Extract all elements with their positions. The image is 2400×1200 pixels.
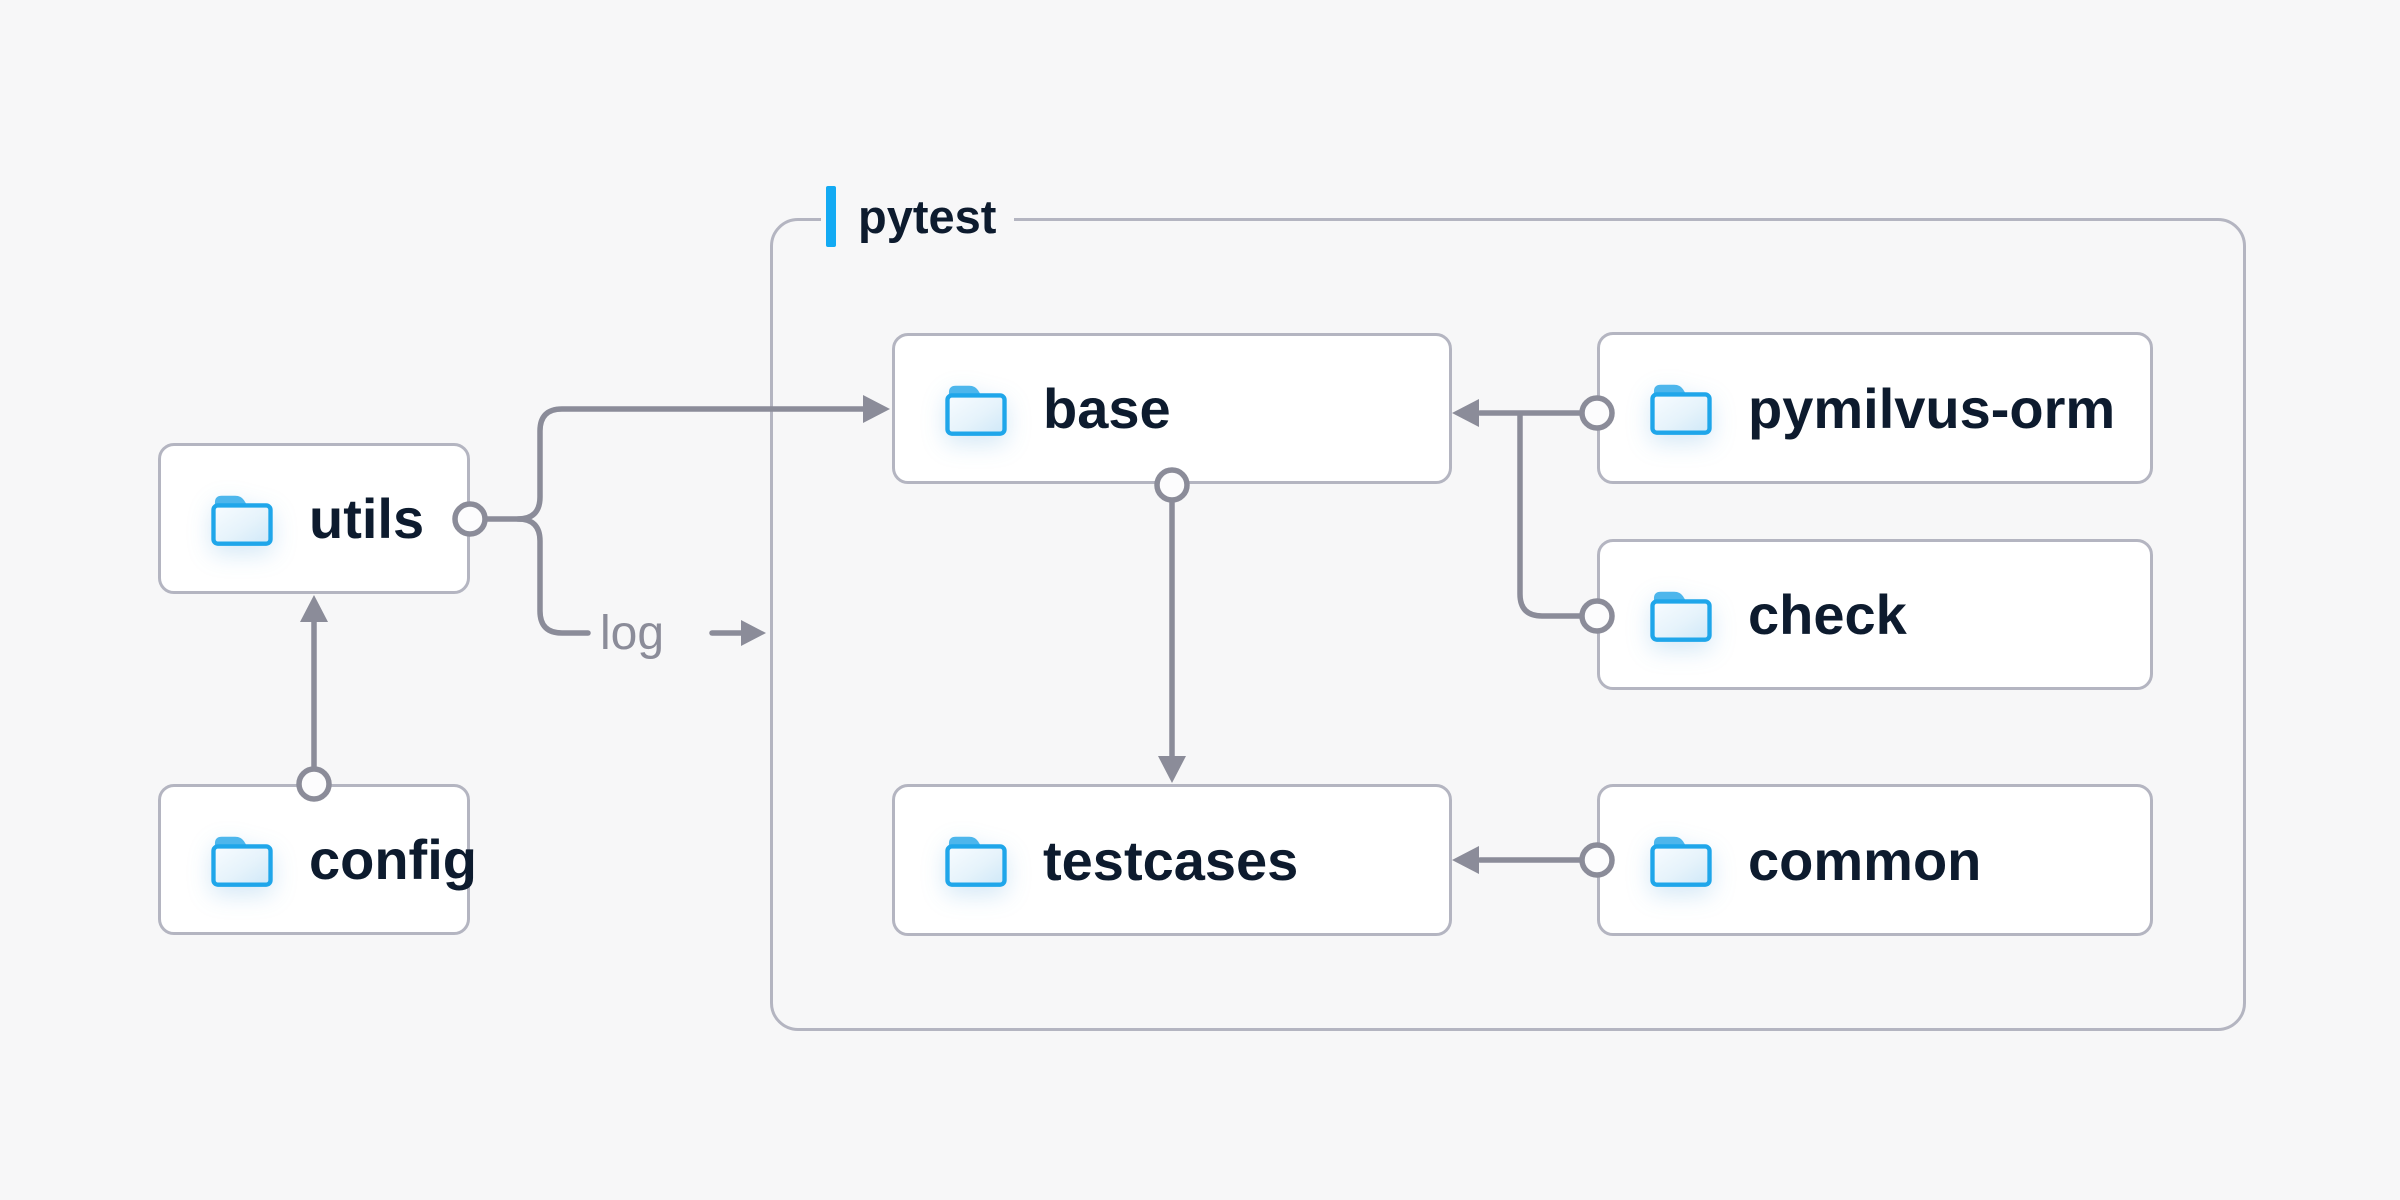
folder-icon [945, 836, 1007, 887]
node-config-label: config [309, 828, 477, 891]
node-testcases: testcases [892, 784, 1452, 936]
edge-label-log: log [600, 606, 665, 660]
connector-line [515, 516, 591, 636]
accent-bar [826, 185, 836, 247]
folder-icon [1650, 836, 1712, 887]
node-pymilvus-orm-label: pymilvus-orm [1748, 376, 2116, 440]
node-pymilvus-orm: pymilvus-orm [1597, 332, 2153, 484]
folder-icon [1650, 591, 1712, 642]
node-check: check [1597, 539, 2153, 690]
node-common: common [1597, 784, 2153, 936]
pytest-group-label: pytest [821, 184, 1015, 248]
node-check-label: check [1748, 583, 1907, 646]
pytest-group-box [770, 218, 2246, 1031]
folder-icon [211, 836, 273, 887]
folder-icon [1650, 384, 1712, 435]
node-common-label: common [1748, 828, 1982, 892]
edge-config-utils [296, 595, 332, 802]
arrowhead [300, 595, 328, 622]
node-base-label: base [1043, 377, 1171, 440]
node-base: base [892, 333, 1452, 484]
pytest-group-label-text: pytest [858, 189, 997, 243]
node-testcases-label: testcases [1043, 828, 1299, 892]
node-config: config [158, 784, 477, 935]
log-arrowhead [741, 620, 766, 646]
folder-icon [211, 495, 273, 546]
node-utils: utils [158, 443, 470, 594]
folder-icon [945, 385, 1007, 436]
node-utils-label: utils [309, 487, 425, 550]
